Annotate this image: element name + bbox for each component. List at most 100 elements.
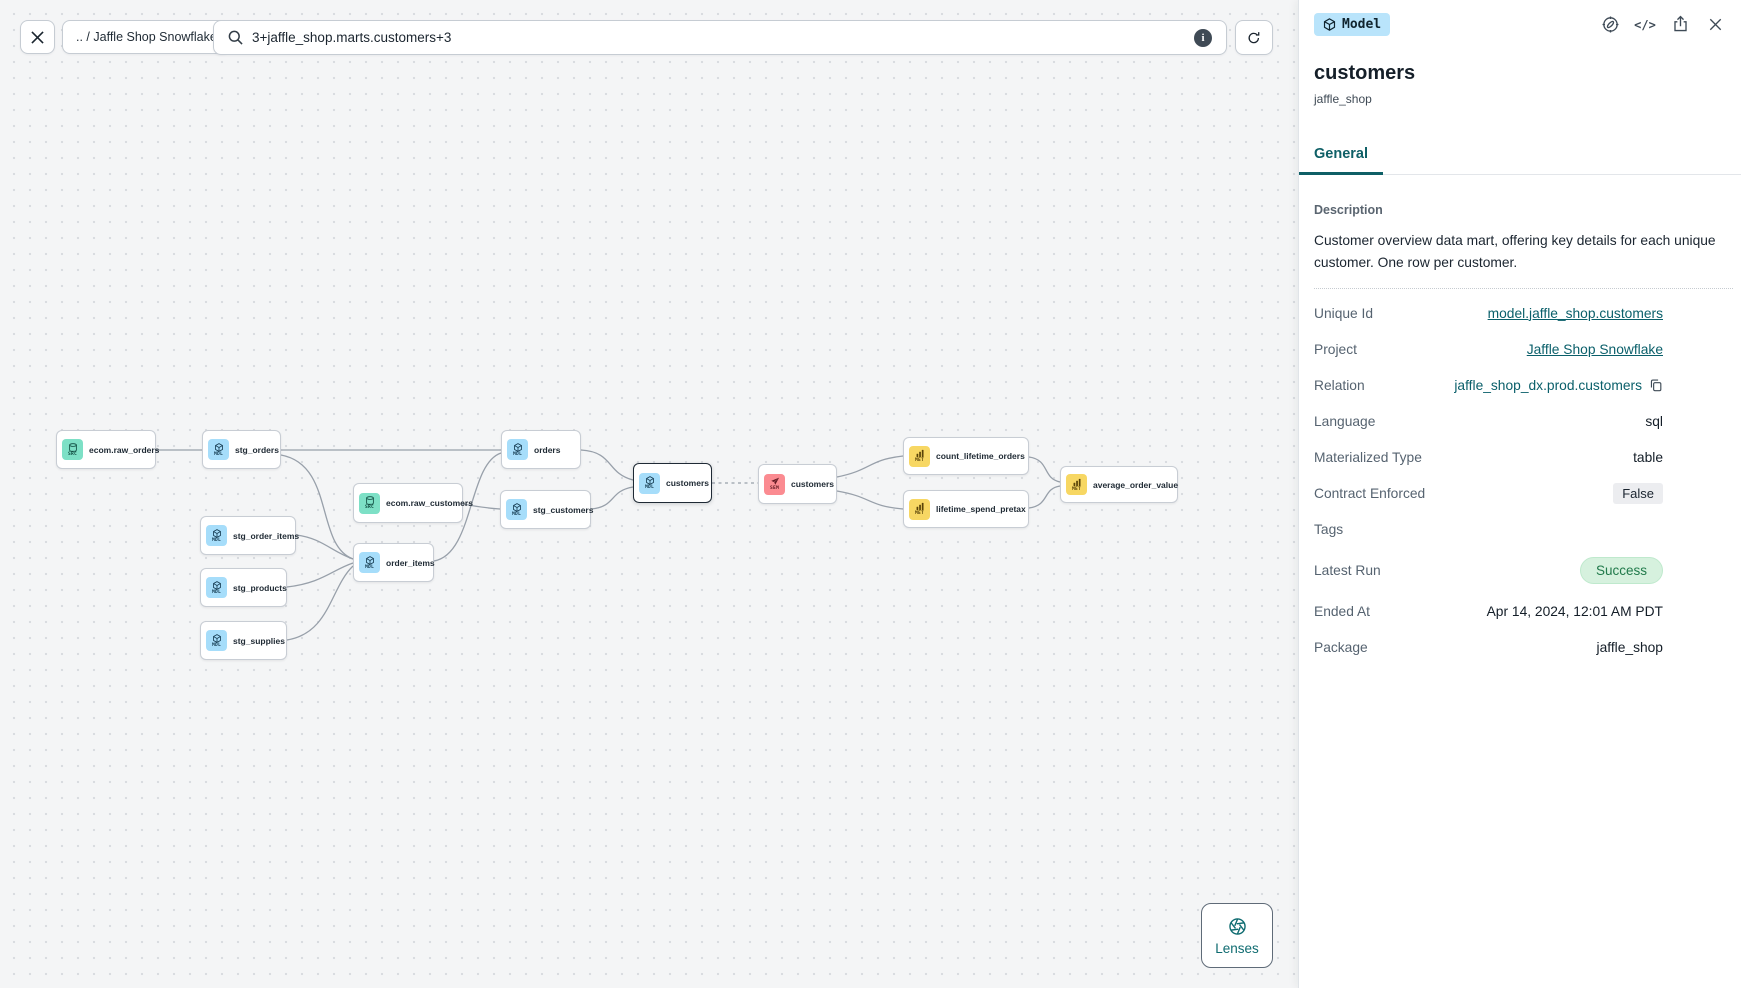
- bar-chart-icon: MET: [909, 498, 930, 520]
- refresh-icon: [1248, 31, 1260, 43]
- detail-label: Unique Id: [1314, 305, 1374, 321]
- status-badge: Success: [1579, 556, 1663, 584]
- aperture-icon: [1228, 917, 1246, 935]
- node-label: count_lifetime_orders: [936, 451, 1025, 461]
- edge-order-items-to-orders: [433, 452, 502, 562]
- detail-label: Materialized Type: [1314, 449, 1422, 465]
- detail-row-materialized-type: Materialized Type table: [1299, 439, 1741, 475]
- node-label: orders: [534, 444, 561, 455]
- close-icon[interactable]: [1705, 15, 1725, 35]
- node-label: average_order_value: [1093, 479, 1179, 490]
- edge-stg-supplies-to-order-items: [286, 565, 354, 641]
- breadcrumb-label: .. / Jaffle Shop Snowflake: [76, 30, 217, 44]
- edge-lifetime-spend-pretax-to-average-order-value: [1028, 485, 1061, 509]
- code-icon[interactable]: </>: [1634, 17, 1656, 32]
- panel-header-icons: </>: [1600, 15, 1725, 35]
- detail-label: Language: [1314, 413, 1376, 429]
- graph-node-orders[interactable]: MDL orders: [501, 430, 581, 469]
- search-icon: [228, 30, 243, 45]
- model-type-label: Model: [1342, 17, 1382, 32]
- graph-node-ecom-raw-customers[interactable]: SRC ecom.raw_customers: [353, 483, 473, 523]
- detail-label: Contract Enforced: [1314, 485, 1426, 501]
- breadcrumb[interactable]: .. / Jaffle Shop Snowflake: [62, 20, 231, 54]
- graph-node-lifetime-spend-pretax[interactable]: MET lifetime_spend_pretax: [903, 490, 1029, 528]
- node-label: stg_orders: [235, 444, 279, 455]
- database-icon: SRC: [359, 492, 380, 514]
- cube-icon: [1323, 18, 1336, 31]
- compass-icon[interactable]: [1600, 15, 1620, 35]
- graph-node-ecom-raw-orders[interactable]: SRC ecom.raw_orders: [56, 430, 160, 469]
- graph-node-order-items[interactable]: MDL order_items: [353, 543, 435, 582]
- tab-general[interactable]: General: [1299, 136, 1383, 175]
- graph-node-customers-semantic[interactable]: SEM customers: [758, 464, 837, 504]
- database-icon: SRC: [62, 439, 83, 460]
- description-label: Description: [1314, 203, 1383, 217]
- panel-header: Model </>: [1299, 0, 1741, 36]
- node-label: customers: [666, 478, 709, 488]
- detail-label: Project: [1314, 341, 1357, 357]
- relation-value: jaffle_shop_dx.prod.customers: [1454, 377, 1642, 393]
- package-value: jaffle_shop: [1596, 639, 1664, 655]
- cube-icon: MDL: [206, 577, 227, 598]
- node-label: order_items: [386, 557, 435, 568]
- node-label: lifetime_spend_pretax: [936, 504, 1026, 514]
- info-icon[interactable]: i: [1194, 28, 1212, 47]
- search-input[interactable]: 3+jaffle_shop.marts.customers+3: [252, 30, 452, 45]
- edge-customers-semantic-to-count-lifetime-orders: [836, 455, 904, 478]
- close-icon: [31, 30, 44, 44]
- detail-panel: Model </> customers jaffle_shop General …: [1298, 0, 1741, 988]
- share-icon[interactable]: [1670, 15, 1690, 35]
- refresh-button[interactable]: [1235, 20, 1273, 55]
- panel-tabs: General: [1299, 136, 1741, 175]
- unique-id-link[interactable]: model.jaffle_shop.customers: [1487, 305, 1663, 321]
- project-link[interactable]: Jaffle Shop Snowflake: [1526, 341, 1663, 357]
- edge-stg-customers-to-customers: [590, 486, 634, 510]
- bar-chart-icon: MET: [1066, 474, 1087, 495]
- edge-count-lifetime-orders-to-average-order-value: [1028, 456, 1061, 483]
- node-label: ecom.raw_orders: [89, 444, 160, 455]
- cube-icon: MDL: [506, 499, 527, 520]
- lineage-edges: [156, 449, 1061, 641]
- cube-icon: MDL: [208, 439, 229, 460]
- dotted-divider: [1314, 288, 1733, 289]
- graph-node-average-order-value[interactable]: MET average_order_value: [1060, 466, 1178, 503]
- detail-row-unique-id: Unique Id model.jaffle_shop.customers: [1299, 295, 1741, 331]
- lenses-label: Lenses: [1215, 940, 1259, 956]
- graph-node-customers[interactable]: MDL customers: [633, 463, 712, 503]
- close-lineage-button[interactable]: [20, 20, 55, 54]
- search-bar[interactable]: 3+jaffle_shop.marts.customers+3 i: [213, 20, 1227, 55]
- node-label: ecom.raw_customers: [386, 498, 473, 508]
- node-label: customers: [791, 479, 834, 489]
- edge-stg-order-items-to-order-items: [295, 534, 354, 560]
- cube-icon: MDL: [639, 472, 660, 494]
- copy-icon[interactable]: [1649, 378, 1663, 392]
- detail-label: Ended At: [1314, 603, 1371, 619]
- page-title: customers: [1314, 62, 1416, 84]
- materialized-type-value: table: [1633, 449, 1663, 465]
- paper-plane-icon: SEM: [764, 473, 785, 495]
- model-type-badge: Model: [1314, 13, 1391, 36]
- cube-icon: MDL: [507, 439, 528, 460]
- description-text: Customer overview data mart, offering ke…: [1314, 233, 1716, 270]
- graph-node-stg-orders[interactable]: MDL stg_orders: [202, 430, 281, 469]
- detail-row-project: Project Jaffle Shop Snowflake: [1299, 331, 1741, 367]
- cube-icon: MDL: [359, 552, 380, 573]
- package-subtitle: jaffle_shop: [1314, 92, 1372, 106]
- ended-at-value: Apr 14, 2024, 12:01 AM PDT: [1486, 603, 1663, 619]
- cube-icon: MDL: [206, 630, 227, 651]
- lenses-button[interactable]: Lenses: [1201, 903, 1273, 968]
- edge-orders-to-customers: [580, 449, 634, 481]
